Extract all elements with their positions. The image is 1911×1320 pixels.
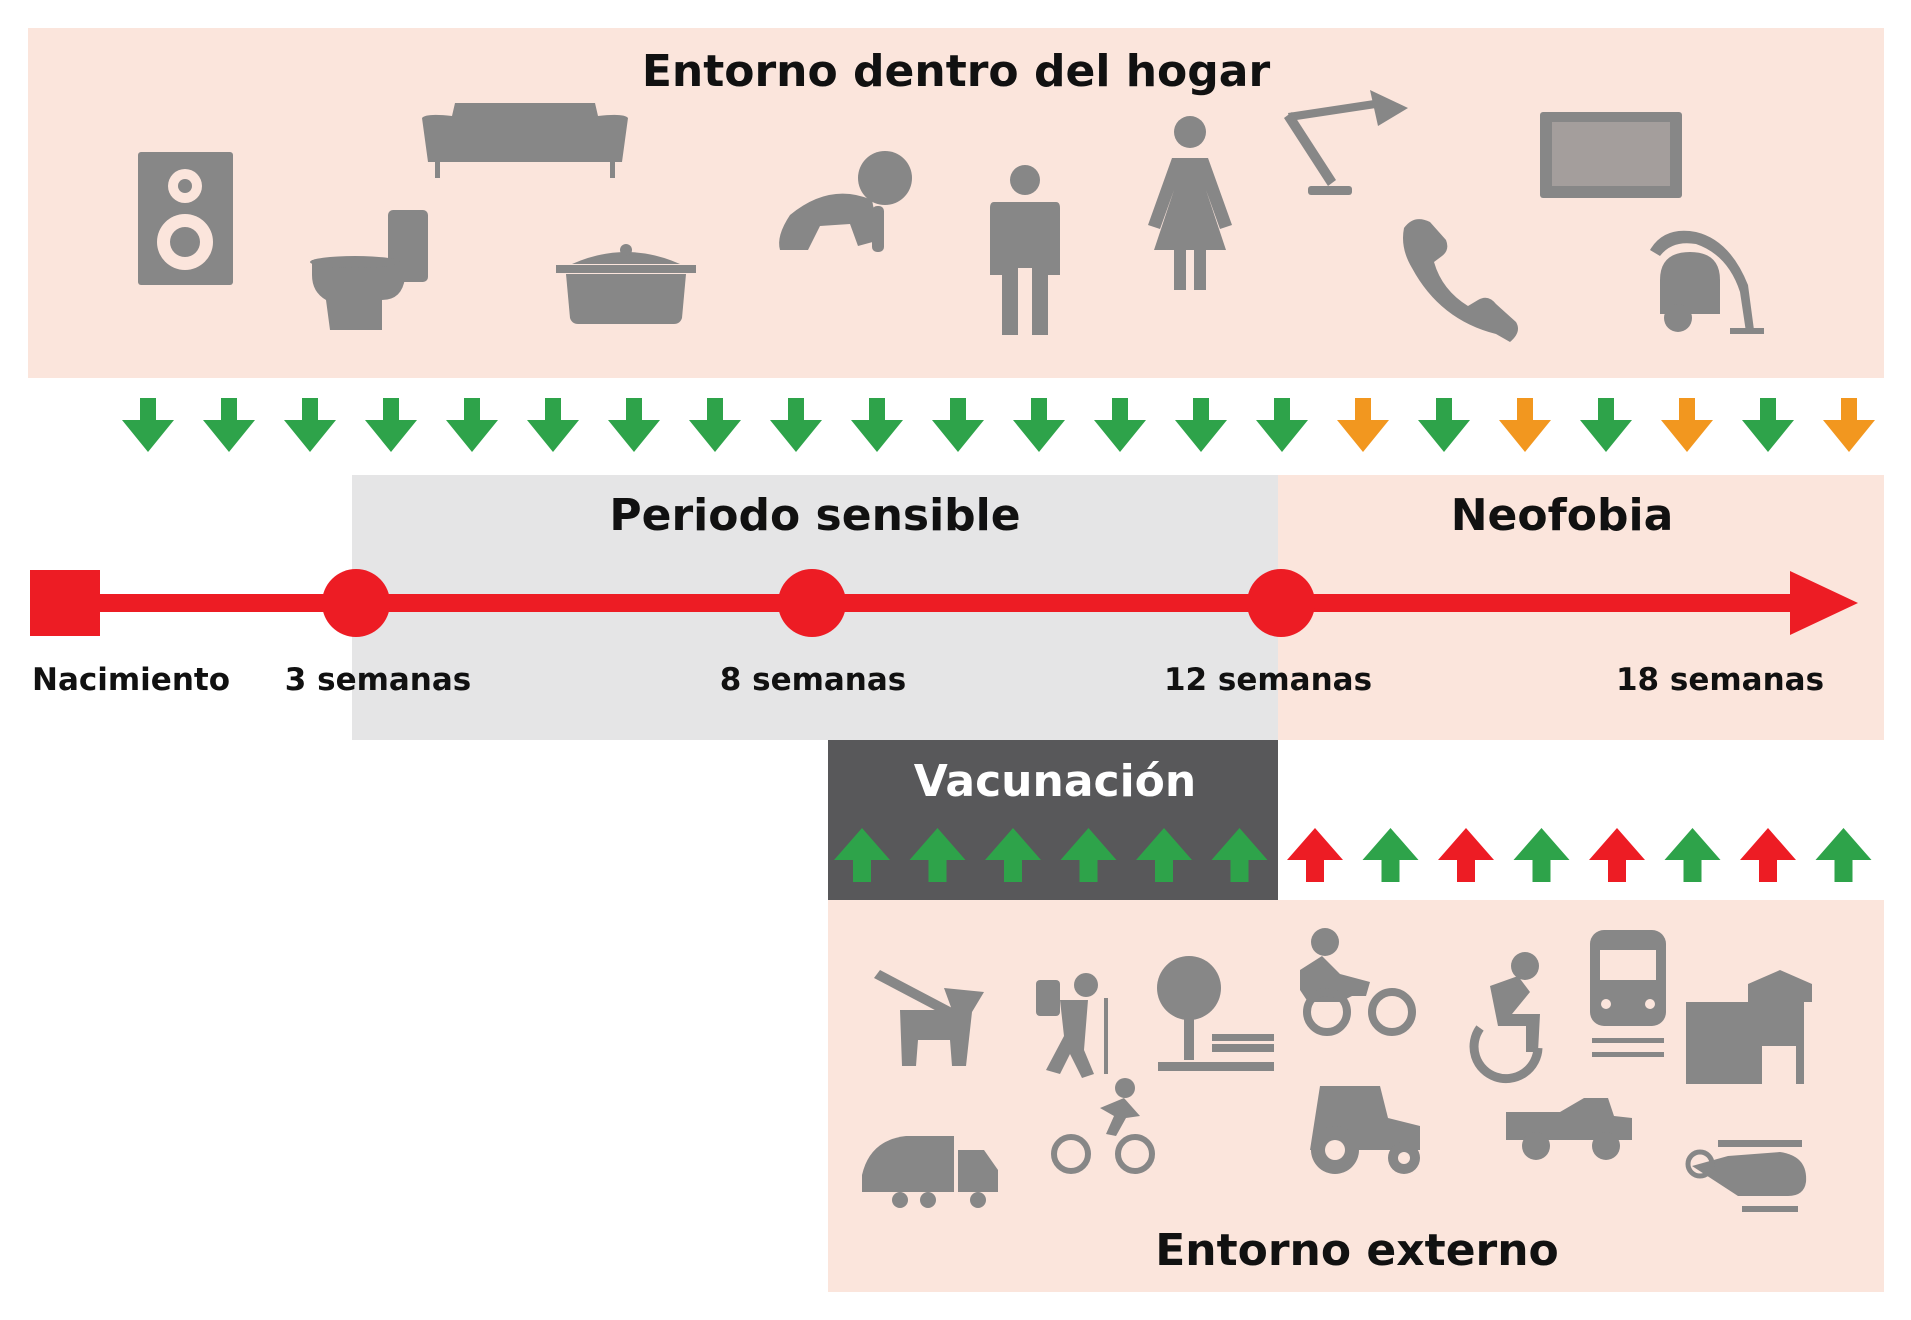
up-arrow-green — [1136, 828, 1192, 882]
down-arrow-green — [527, 398, 579, 452]
down-arrow-green — [1742, 398, 1794, 452]
label-week-12: 12 semanas — [1164, 662, 1372, 698]
down-arrow-orange — [1823, 398, 1875, 452]
motorcycle-icon — [1300, 928, 1416, 1036]
telephone-icon — [1403, 219, 1518, 342]
down-arrow-green — [446, 398, 498, 452]
up-arrow-green — [1211, 828, 1268, 882]
down-arrow-green — [608, 398, 660, 452]
up-arrow-green — [1815, 828, 1872, 882]
park-tree-bench-icon — [1157, 956, 1274, 1071]
toilet-icon — [310, 210, 428, 330]
down-arrow-green — [122, 398, 174, 452]
up-arrow-green — [1362, 828, 1419, 882]
week-3-marker — [322, 569, 390, 637]
week-8-marker — [778, 569, 846, 637]
up-arrow-red — [1589, 828, 1645, 882]
up-arrow-red — [1740, 828, 1796, 882]
cooking-pot-icon — [556, 244, 696, 324]
timeline-line — [98, 594, 1798, 612]
label-week-18: 18 semanas — [1616, 662, 1824, 698]
upward-arrows — [834, 828, 1872, 882]
birth-marker — [30, 570, 100, 636]
cyclist-icon — [1051, 1078, 1155, 1174]
timeline — [30, 569, 1858, 637]
up-arrow-green — [909, 828, 966, 882]
up-arrow-green — [834, 828, 890, 882]
label-week-8: 8 semanas — [720, 662, 907, 698]
up-arrow-green — [1664, 828, 1721, 882]
train-icon — [1590, 930, 1666, 1057]
label-week-3: 3 semanas — [285, 662, 472, 698]
external-environment-title: Entorno externo — [1155, 1225, 1559, 1276]
neophobia-title: Neofobia — [1451, 490, 1674, 541]
week-12-marker — [1247, 569, 1315, 637]
jeep-icon — [1506, 1098, 1632, 1160]
helicopter-icon — [1685, 1140, 1807, 1212]
up-arrow-red — [1438, 828, 1494, 882]
sofa-icon — [422, 103, 628, 178]
up-arrow-green — [1513, 828, 1570, 882]
downward-arrows — [122, 398, 1875, 452]
down-arrow-green — [770, 398, 822, 452]
down-arrow-green — [1013, 398, 1065, 452]
vaccination-title: Vacunación — [914, 756, 1196, 807]
down-arrow-green — [1256, 398, 1308, 452]
desk-lamp-icon — [1284, 90, 1408, 195]
external-icons — [862, 928, 1812, 1212]
down-arrow-green — [1175, 398, 1227, 452]
up-arrow-green — [1060, 828, 1117, 882]
timeline-arrowhead — [1790, 571, 1858, 635]
up-arrow-green — [985, 828, 1041, 882]
man-icon — [990, 165, 1060, 335]
crawling-baby-icon — [779, 151, 912, 252]
television-icon — [1540, 112, 1682, 198]
speaker-icon — [138, 152, 233, 285]
tractor-icon — [1310, 1086, 1420, 1174]
label-birth: Nacimiento — [32, 662, 230, 698]
down-arrow-green — [203, 398, 255, 452]
home-icons — [138, 90, 1764, 342]
down-arrow-green — [365, 398, 417, 452]
down-arrow-orange — [1499, 398, 1551, 452]
down-arrow-green — [284, 398, 336, 452]
vaccination-panel — [828, 740, 1278, 900]
vacuum-cleaner-icon — [1650, 230, 1764, 334]
down-arrow-green — [1418, 398, 1470, 452]
garbage-truck-icon — [862, 1136, 998, 1208]
school-building-icon — [1686, 970, 1812, 1084]
sensitive-period-title: Periodo sensible — [609, 490, 1020, 541]
up-arrow-red — [1287, 828, 1343, 882]
down-arrow-green — [689, 398, 741, 452]
woman-icon — [1148, 116, 1232, 290]
hiker-icon — [1036, 973, 1108, 1078]
home-environment-title: Entorno dentro del hogar — [642, 46, 1271, 97]
down-arrow-green — [1094, 398, 1146, 452]
wheelchair-icon — [1469, 952, 1543, 1084]
down-arrow-green — [932, 398, 984, 452]
dog-on-leash-icon — [874, 970, 984, 1066]
down-arrow-green — [1580, 398, 1632, 452]
down-arrow-orange — [1661, 398, 1713, 452]
down-arrow-green — [851, 398, 903, 452]
down-arrow-orange — [1337, 398, 1389, 452]
